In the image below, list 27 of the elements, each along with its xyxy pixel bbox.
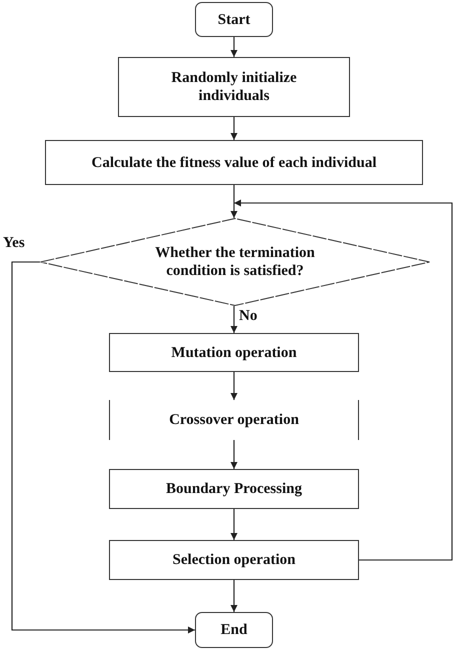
process-box (109, 540, 359, 580)
node-text: End (220, 621, 248, 639)
arrow (230, 372, 238, 400)
arrow (230, 509, 238, 540)
decision-diamond (40, 218, 430, 306)
process-box (109, 469, 359, 509)
arrow (230, 37, 238, 57)
node-text: Selection operation (172, 551, 296, 569)
arrow (230, 117, 238, 140)
process-box (109, 333, 359, 372)
node-text: Start (218, 10, 250, 28)
start-terminal (195, 2, 273, 37)
node-text: Boundary Processing (166, 480, 302, 498)
node-text: Mutation operation (171, 344, 297, 362)
node-text: Calculate the fitness value of each individual (91, 154, 376, 172)
end-terminal (195, 612, 273, 648)
process-box (118, 57, 350, 117)
node-text: Crossover operation (169, 411, 299, 429)
arrow (234, 200, 453, 561)
node-text: Randomly initialize individuals (170, 69, 298, 105)
node-text: Whether the termination condition is satisfied? (154, 244, 316, 280)
process-box (45, 140, 423, 185)
arrow (230, 580, 238, 612)
arrow (230, 185, 238, 218)
arrow (11, 261, 195, 634)
arrow (230, 306, 238, 333)
arrow (230, 440, 238, 469)
